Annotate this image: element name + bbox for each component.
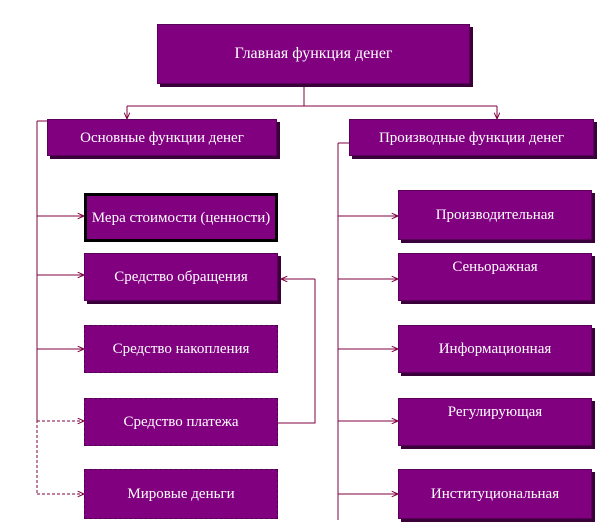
productive-label: Производительная	[435, 207, 555, 223]
institutional-box: Институциональная	[398, 469, 592, 519]
measure-of-value-box: Мера стоимости (ценности)	[84, 193, 278, 242]
informational-box: Информационная	[398, 325, 592, 373]
main-function-label: Главная функция денег	[234, 45, 393, 63]
medium-of-circulation-label: Средство обращения	[114, 269, 248, 285]
world-money-label: Мировые деньги	[127, 486, 235, 502]
world-money-box: Мировые деньги	[84, 469, 278, 519]
seigniorage-label: Сеньоражная	[452, 259, 538, 275]
informational-label: Информационная	[438, 341, 552, 357]
seigniorage-box: Сеньоражная	[398, 253, 592, 301]
regulating-label: Регулирующая	[447, 404, 543, 420]
measure-of-value-label: Мера стоимости (ценности)	[91, 209, 271, 226]
institutional-label: Институциональная	[430, 486, 560, 502]
productive-box: Производительная	[398, 190, 592, 240]
main-function-box: Главная функция денег	[157, 24, 470, 84]
medium-of-circulation-box: Средство обращения	[84, 253, 278, 301]
basic-functions-header: Основные функции денег	[47, 119, 277, 156]
regulating-box: Регулирующая	[398, 398, 592, 446]
basic-functions-label: Основные функции денег	[80, 129, 244, 146]
store-of-value-label: Средство накопления	[112, 341, 250, 357]
derived-functions-label: Производные функции денег	[378, 129, 565, 146]
means-of-payment-box: Средство платежа	[84, 398, 278, 446]
payment-to-circulation-line	[278, 279, 316, 424]
means-of-payment-label: Средство платежа	[123, 414, 239, 430]
derived-functions-header: Производные функции денег	[349, 119, 594, 156]
store-of-value-box: Средство накопления	[84, 325, 278, 373]
